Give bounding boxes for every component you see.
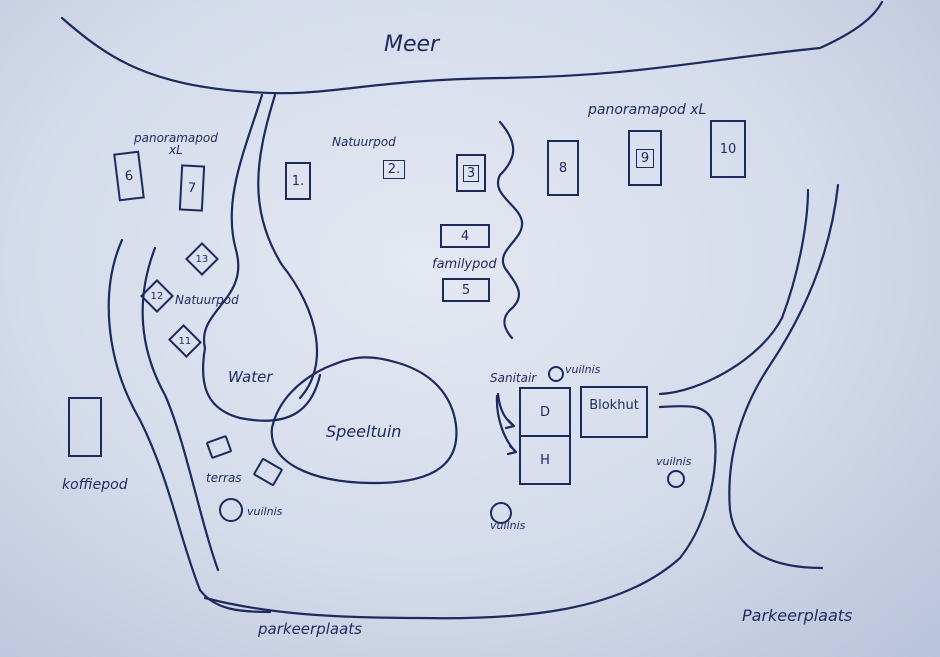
pod-9-label: 9 — [635, 148, 655, 168]
bin-terrace — [219, 498, 243, 522]
parking-right-label: Parkeerplaats — [742, 606, 853, 625]
water-outline — [201, 346, 322, 422]
pod-8[interactable]: 8 — [547, 140, 579, 196]
pod-10[interactable]: 10 — [710, 120, 746, 178]
pod-13-label: 13 — [195, 253, 209, 265]
playground-label: Speeltuin — [326, 422, 402, 441]
pod-5[interactable]: 5 — [442, 278, 490, 302]
pod-1[interactable]: 1. — [285, 162, 311, 200]
pod-3-label: 3 — [462, 164, 480, 182]
hedge-wiggle — [496, 120, 524, 340]
path-bottom — [203, 404, 717, 620]
stream-left — [202, 93, 264, 350]
parking-bottom-label: parkeerplaats — [258, 620, 362, 638]
cabin[interactable]: Blokhut — [580, 386, 648, 438]
pod-11-label: 11 — [178, 335, 192, 347]
playground-outline — [270, 356, 458, 485]
sanitary-men[interactable]: H — [519, 435, 571, 485]
bin-center — [490, 502, 512, 524]
lake-shore — [60, 0, 884, 95]
pod-12-label: 12 — [150, 290, 164, 302]
panorama-right-label: panoramapod xL — [588, 102, 707, 118]
water-label: Water — [228, 368, 273, 386]
coffee-pod-label: koffiepod — [62, 477, 128, 493]
sanitary-women[interactable]: D — [519, 387, 571, 437]
sanitary-label: Sanitair — [490, 371, 537, 385]
terrace-label: terras — [206, 471, 242, 485]
arrow-sanitary-lower — [495, 394, 518, 456]
bin-right — [667, 470, 685, 488]
bin-sanitary-label: vuilnis — [565, 363, 601, 376]
pod-7[interactable]: 7 — [178, 164, 206, 212]
pod-2[interactable]: 2. — [378, 155, 410, 183]
path-left-inner — [141, 246, 220, 572]
bin-center-label: vuilnis — [490, 519, 526, 532]
coffee-pod[interactable] — [68, 397, 102, 457]
bin-sanitary — [548, 366, 564, 382]
arrow-sanitary — [496, 392, 516, 430]
nature-left-label: Natuurpod — [175, 293, 239, 307]
panorama-left-label: panoramapod xL — [134, 131, 218, 157]
family-label: familypod — [432, 257, 497, 272]
path-left-outer — [107, 238, 272, 614]
road-right-inner — [728, 183, 840, 570]
path-cabin-top — [658, 188, 810, 396]
bin-right-label: vuilnis — [656, 455, 692, 468]
lake-label: Meer — [384, 32, 440, 57]
pod-2-label: 2. — [382, 159, 406, 179]
nature-top-label: Natuurpod — [332, 135, 396, 149]
pod-3[interactable]: 3 — [456, 154, 486, 192]
bin-terrace-label: vuilnis — [247, 505, 283, 518]
stream-right — [257, 93, 319, 400]
pod-4[interactable]: 4 — [440, 224, 490, 248]
pod-9[interactable]: 9 — [628, 130, 662, 186]
